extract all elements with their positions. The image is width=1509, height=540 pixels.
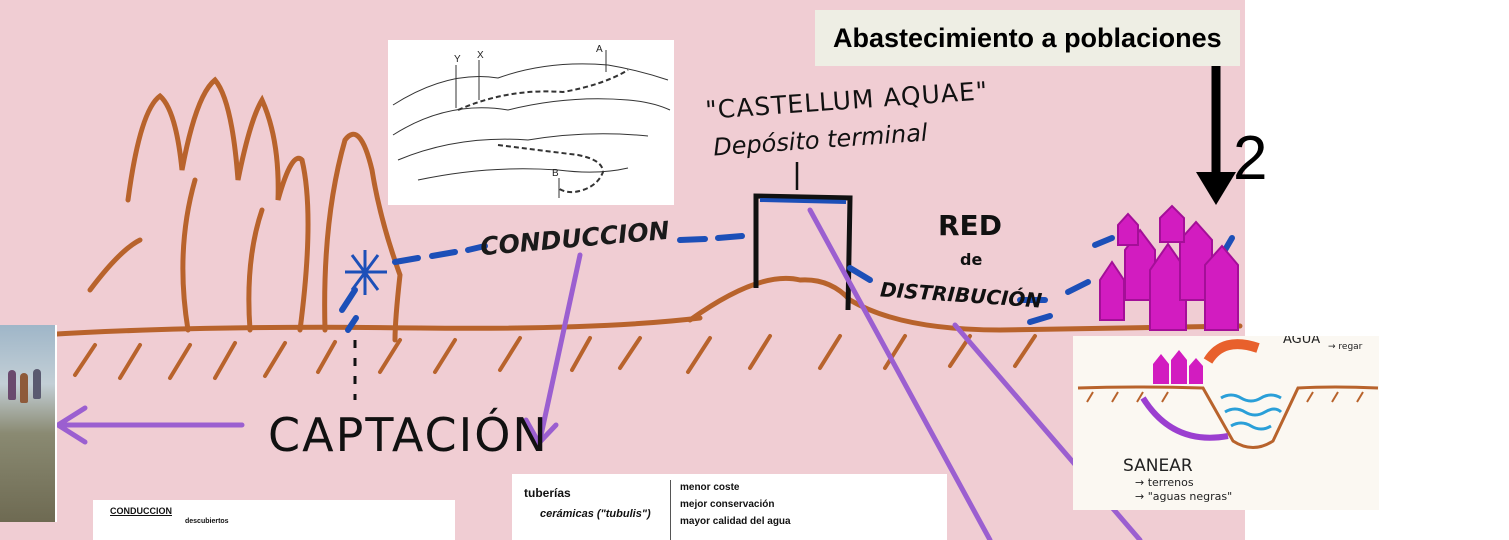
step-number: 2 [1233,128,1267,190]
sketch-marker-x: X [477,50,484,61]
conduccion-table-title: CONDUCCION [110,506,172,516]
sketch-marker-y: Y [454,54,461,65]
castellum-top-water [760,200,846,202]
person-figure [20,373,28,403]
conduccion-table-row: descubiertos [185,518,229,525]
sanear-regar: → regar [1328,342,1362,352]
person-figure [33,369,41,399]
tuberias-heading: tuberías [524,486,571,500]
person-figure [8,370,16,400]
sanear-title: SANEAR [1123,456,1193,476]
terrain-sketch-inset: Y X A B [388,40,674,205]
advantage-1: menor coste [680,482,739,493]
red-label: RED [938,212,1002,240]
sanear-drawing [1073,336,1379,510]
sanear-item-terrenos: → terrenos [1135,476,1194,489]
tuberias-table-inset: tuberías cerámicas ("tubulis") menor cos… [512,474,947,540]
photo-inset [0,325,57,522]
conduccion-table-inset: CONDUCCION descubiertos [93,500,455,540]
sanear-top-text: AGUA [1283,336,1320,347]
tuberias-ceramicas: cerámicas ("tubulis") [540,508,651,520]
advantage-2: mejor conservación [680,499,774,510]
table-divider [670,480,671,540]
sanear-inset: AGUA → regar SANEAR → terrenos → "aguas … [1073,336,1379,510]
de-label: de [960,252,982,268]
sketch-marker-a: A [596,44,603,55]
sanear-item-aguas: → "aguas negras" [1135,490,1232,503]
captacion-label: CAPTACIÓN [268,412,549,458]
banner-title: Abastecimiento a poblaciones [833,23,1222,54]
advantage-3: mayor calidad del agua [680,516,791,527]
terrain-sketch [388,40,674,205]
title-banner: Abastecimiento a poblaciones [815,10,1240,66]
sketch-marker-b: B [552,168,559,179]
